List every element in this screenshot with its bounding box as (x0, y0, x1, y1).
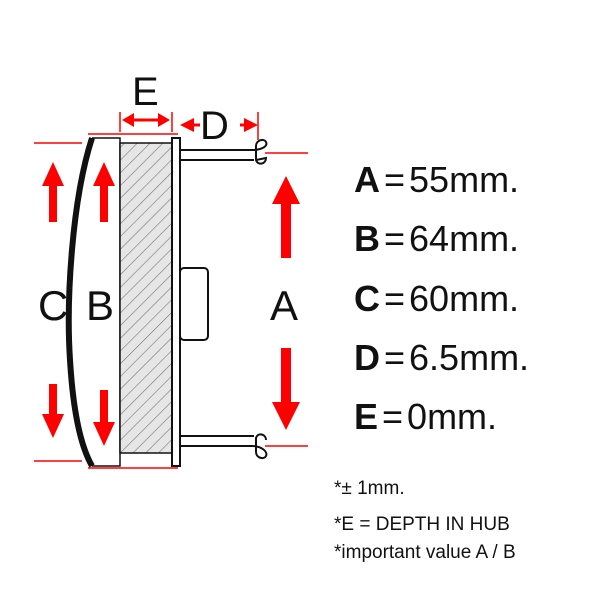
cap-face (65, 137, 95, 468)
label-a: A (270, 282, 299, 329)
label-d: D (200, 104, 229, 148)
label-c: C (38, 282, 69, 329)
label-e: E (132, 70, 159, 114)
b-dimension-arrows (93, 162, 115, 446)
d-dimension-arrow (180, 112, 259, 140)
back-plate (171, 137, 181, 467)
a-dimension-arrows (272, 176, 300, 430)
c-dimension-arrows (42, 162, 64, 438)
spec-b: B=64mm. (354, 218, 520, 259)
spec-d: D=6.5mm. (354, 337, 530, 378)
center-boss (179, 267, 209, 341)
spec-a: A=55mm. (354, 159, 520, 200)
note-depth-in-hub: *E = DEPTH IN HUB (334, 514, 510, 535)
note-tolerance: *± 1mm. (334, 478, 405, 499)
label-b: B (86, 282, 115, 329)
note-important-value: *important value A / B (334, 542, 516, 563)
top-clip (180, 138, 268, 165)
hatched-insert (119, 142, 173, 454)
spec-e: E=0mm. (354, 396, 498, 437)
bottom-clip (180, 433, 268, 460)
e-dimension-arrow (119, 112, 173, 132)
extent-guides (34, 133, 308, 469)
spec-c: C=60mm. (354, 278, 520, 319)
